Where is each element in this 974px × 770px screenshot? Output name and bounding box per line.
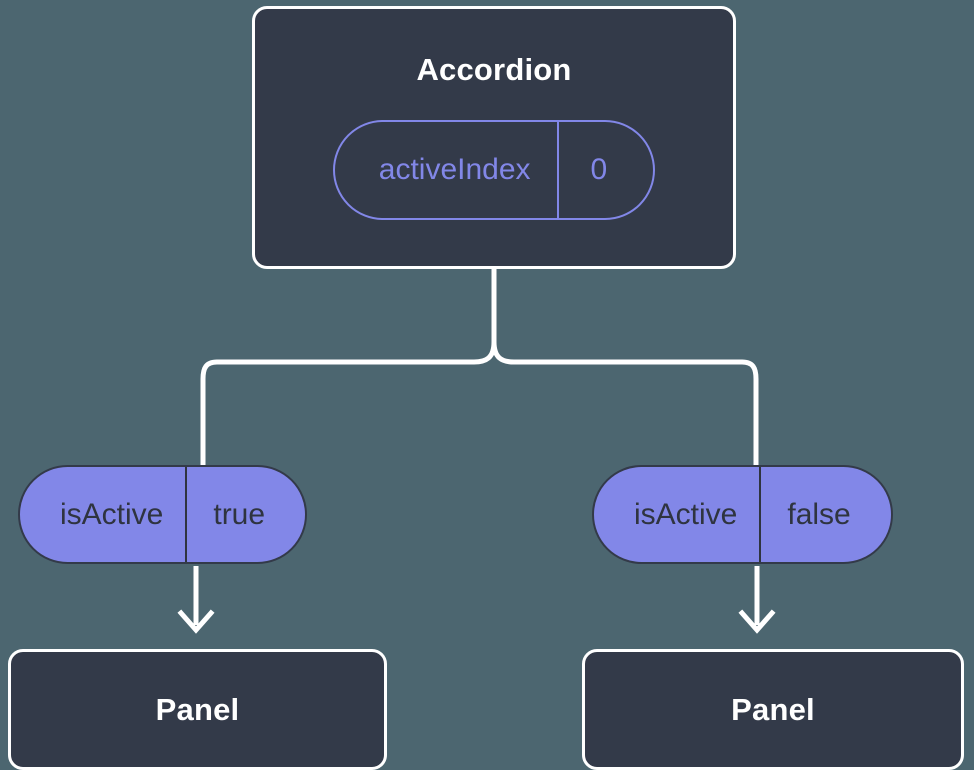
prop-pill-key-left: isActive bbox=[60, 497, 164, 531]
prop-pill-key-right: isActive bbox=[634, 497, 738, 531]
node-accordion[interactable]: Accordion activeIndex 0 bbox=[252, 6, 736, 269]
state-pill-key: activeIndex bbox=[378, 153, 531, 186]
node-panel-left[interactable]: Panel bbox=[8, 649, 387, 770]
prop-pill-value-left: true bbox=[185, 467, 305, 562]
arrow-down-icon-right bbox=[738, 566, 776, 634]
arrow-down-icon-left bbox=[177, 566, 215, 634]
node-panel-right[interactable]: Panel bbox=[582, 649, 964, 770]
state-pill-activeindex[interactable]: activeIndex 0 bbox=[332, 120, 656, 220]
node-accordion-title: Accordion bbox=[416, 52, 572, 87]
node-panel-right-title: Panel bbox=[731, 692, 815, 727]
state-pill-value: 0 bbox=[556, 122, 654, 218]
connector-fork-left bbox=[200, 341, 497, 470]
prop-pill-isactive-true[interactable]: isActive true bbox=[18, 465, 308, 564]
connector-fork-right bbox=[491, 341, 759, 470]
prop-pill-isactive-false[interactable]: isActive false bbox=[592, 465, 893, 564]
node-panel-left-title: Panel bbox=[155, 692, 240, 727]
prop-pill-value-right: false bbox=[759, 467, 890, 562]
